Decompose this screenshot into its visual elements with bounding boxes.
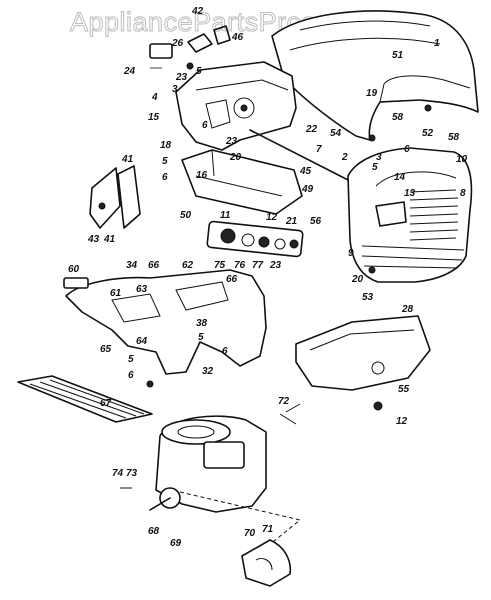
callout-14: 14 — [394, 172, 406, 183]
callout-5: 5 — [372, 162, 378, 173]
callout-63: 63 — [136, 284, 148, 295]
frame-part — [295, 315, 431, 391]
callout-12: 12 — [266, 212, 278, 223]
callout-77: 77 — [252, 260, 264, 271]
callout-49: 49 — [301, 184, 314, 195]
callout-71: 71 — [262, 524, 274, 535]
callout-51: 51 — [392, 50, 404, 61]
callout-76: 76 — [234, 260, 246, 271]
grille-nose-part — [347, 147, 473, 283]
callout-58: 58 — [392, 112, 404, 123]
callout-74: 74 — [112, 468, 124, 479]
callout-5: 5 — [128, 354, 134, 365]
callout-43: 43 — [87, 234, 100, 245]
callout-53: 53 — [362, 292, 374, 303]
callout-45: 45 — [299, 166, 312, 177]
callout-15: 15 — [148, 112, 160, 123]
callout-34: 34 — [126, 260, 138, 271]
callout-69: 69 — [170, 538, 182, 549]
callout-66: 66 — [226, 274, 238, 285]
dashboard-tower-part — [175, 61, 297, 151]
callout-54: 54 — [330, 128, 342, 139]
callout-23: 23 — [269, 260, 282, 271]
callout-19: 19 — [366, 88, 378, 99]
footrest-mat-part — [17, 375, 153, 423]
callout-6: 6 — [202, 120, 208, 131]
switch-cluster — [206, 220, 304, 258]
hardware-bolts — [146, 104, 432, 425]
callout-20: 20 — [229, 152, 242, 163]
callout-26: 26 — [171, 38, 184, 49]
callout-10: 10 — [456, 154, 468, 165]
callout-23: 23 — [225, 136, 238, 147]
callout-75: 75 — [214, 260, 226, 271]
callout-52: 52 — [422, 128, 434, 139]
callout-72: 72 — [278, 396, 290, 407]
callout-5: 5 — [196, 66, 202, 77]
callout-4: 4 — [151, 92, 158, 103]
callout-58: 58 — [448, 132, 460, 143]
dash-support-bracket — [181, 149, 303, 215]
callout-20: 20 — [351, 274, 364, 285]
callout-9: 9 — [348, 248, 354, 259]
callout-5: 5 — [162, 156, 168, 167]
callout-62: 62 — [182, 260, 194, 271]
callout-23: 23 — [175, 72, 188, 83]
callout-18: 18 — [160, 140, 172, 151]
pulley-cover-part — [241, 539, 292, 587]
callout-11: 11 — [220, 210, 231, 221]
callout-1: 1 — [434, 38, 440, 49]
callout-66: 66 — [148, 260, 160, 271]
callout-55: 55 — [398, 384, 410, 395]
steering-rod-part — [249, 129, 353, 183]
callout-65: 65 — [100, 344, 112, 355]
callout-68: 68 — [148, 526, 160, 537]
callout-3: 3 — [172, 84, 178, 95]
callout-41: 41 — [121, 154, 134, 165]
callout-labels: 1 2 3 3 4 5 5 5 5 5 6 6 6 6 6 7 8 9 10 1… — [68, 6, 468, 549]
callout-70: 70 — [244, 528, 256, 539]
callout-2: 2 — [341, 152, 348, 163]
callout-60: 60 — [68, 264, 80, 275]
engine-part — [120, 415, 302, 547]
callout-21: 21 — [285, 216, 298, 227]
callout-28: 28 — [401, 304, 414, 315]
side-panel-brackets — [89, 165, 141, 229]
callout-50: 50 — [180, 210, 192, 221]
callout-8: 8 — [460, 188, 466, 199]
callout-3: 3 — [376, 152, 382, 163]
callout-6: 6 — [404, 144, 410, 155]
callout-6: 6 — [222, 346, 228, 357]
callout-46: 46 — [231, 32, 244, 43]
callout-22: 22 — [305, 124, 318, 135]
hood-part — [271, 10, 479, 141]
callout-16: 16 — [196, 170, 208, 181]
callout-13: 13 — [404, 188, 416, 199]
callout-24: 24 — [123, 66, 136, 77]
callout-6: 6 — [128, 370, 134, 381]
callout-56: 56 — [310, 216, 322, 227]
callout-67: 67 — [100, 398, 112, 409]
callout-6: 6 — [162, 172, 168, 183]
callout-42: 42 — [191, 6, 204, 17]
callout-41: 41 — [103, 234, 116, 245]
grille-slats — [361, 189, 465, 269]
callout-61: 61 — [110, 288, 122, 299]
callout-32: 32 — [202, 366, 214, 377]
callout-5: 5 — [198, 332, 204, 343]
callout-73: 73 — [126, 468, 138, 479]
fender-deck-part — [63, 269, 267, 375]
callout-7: 7 — [316, 144, 322, 155]
callout-64: 64 — [136, 336, 148, 347]
callout-12: 12 — [396, 416, 408, 427]
callout-38: 38 — [196, 318, 208, 329]
ignition-parts — [149, 25, 231, 70]
